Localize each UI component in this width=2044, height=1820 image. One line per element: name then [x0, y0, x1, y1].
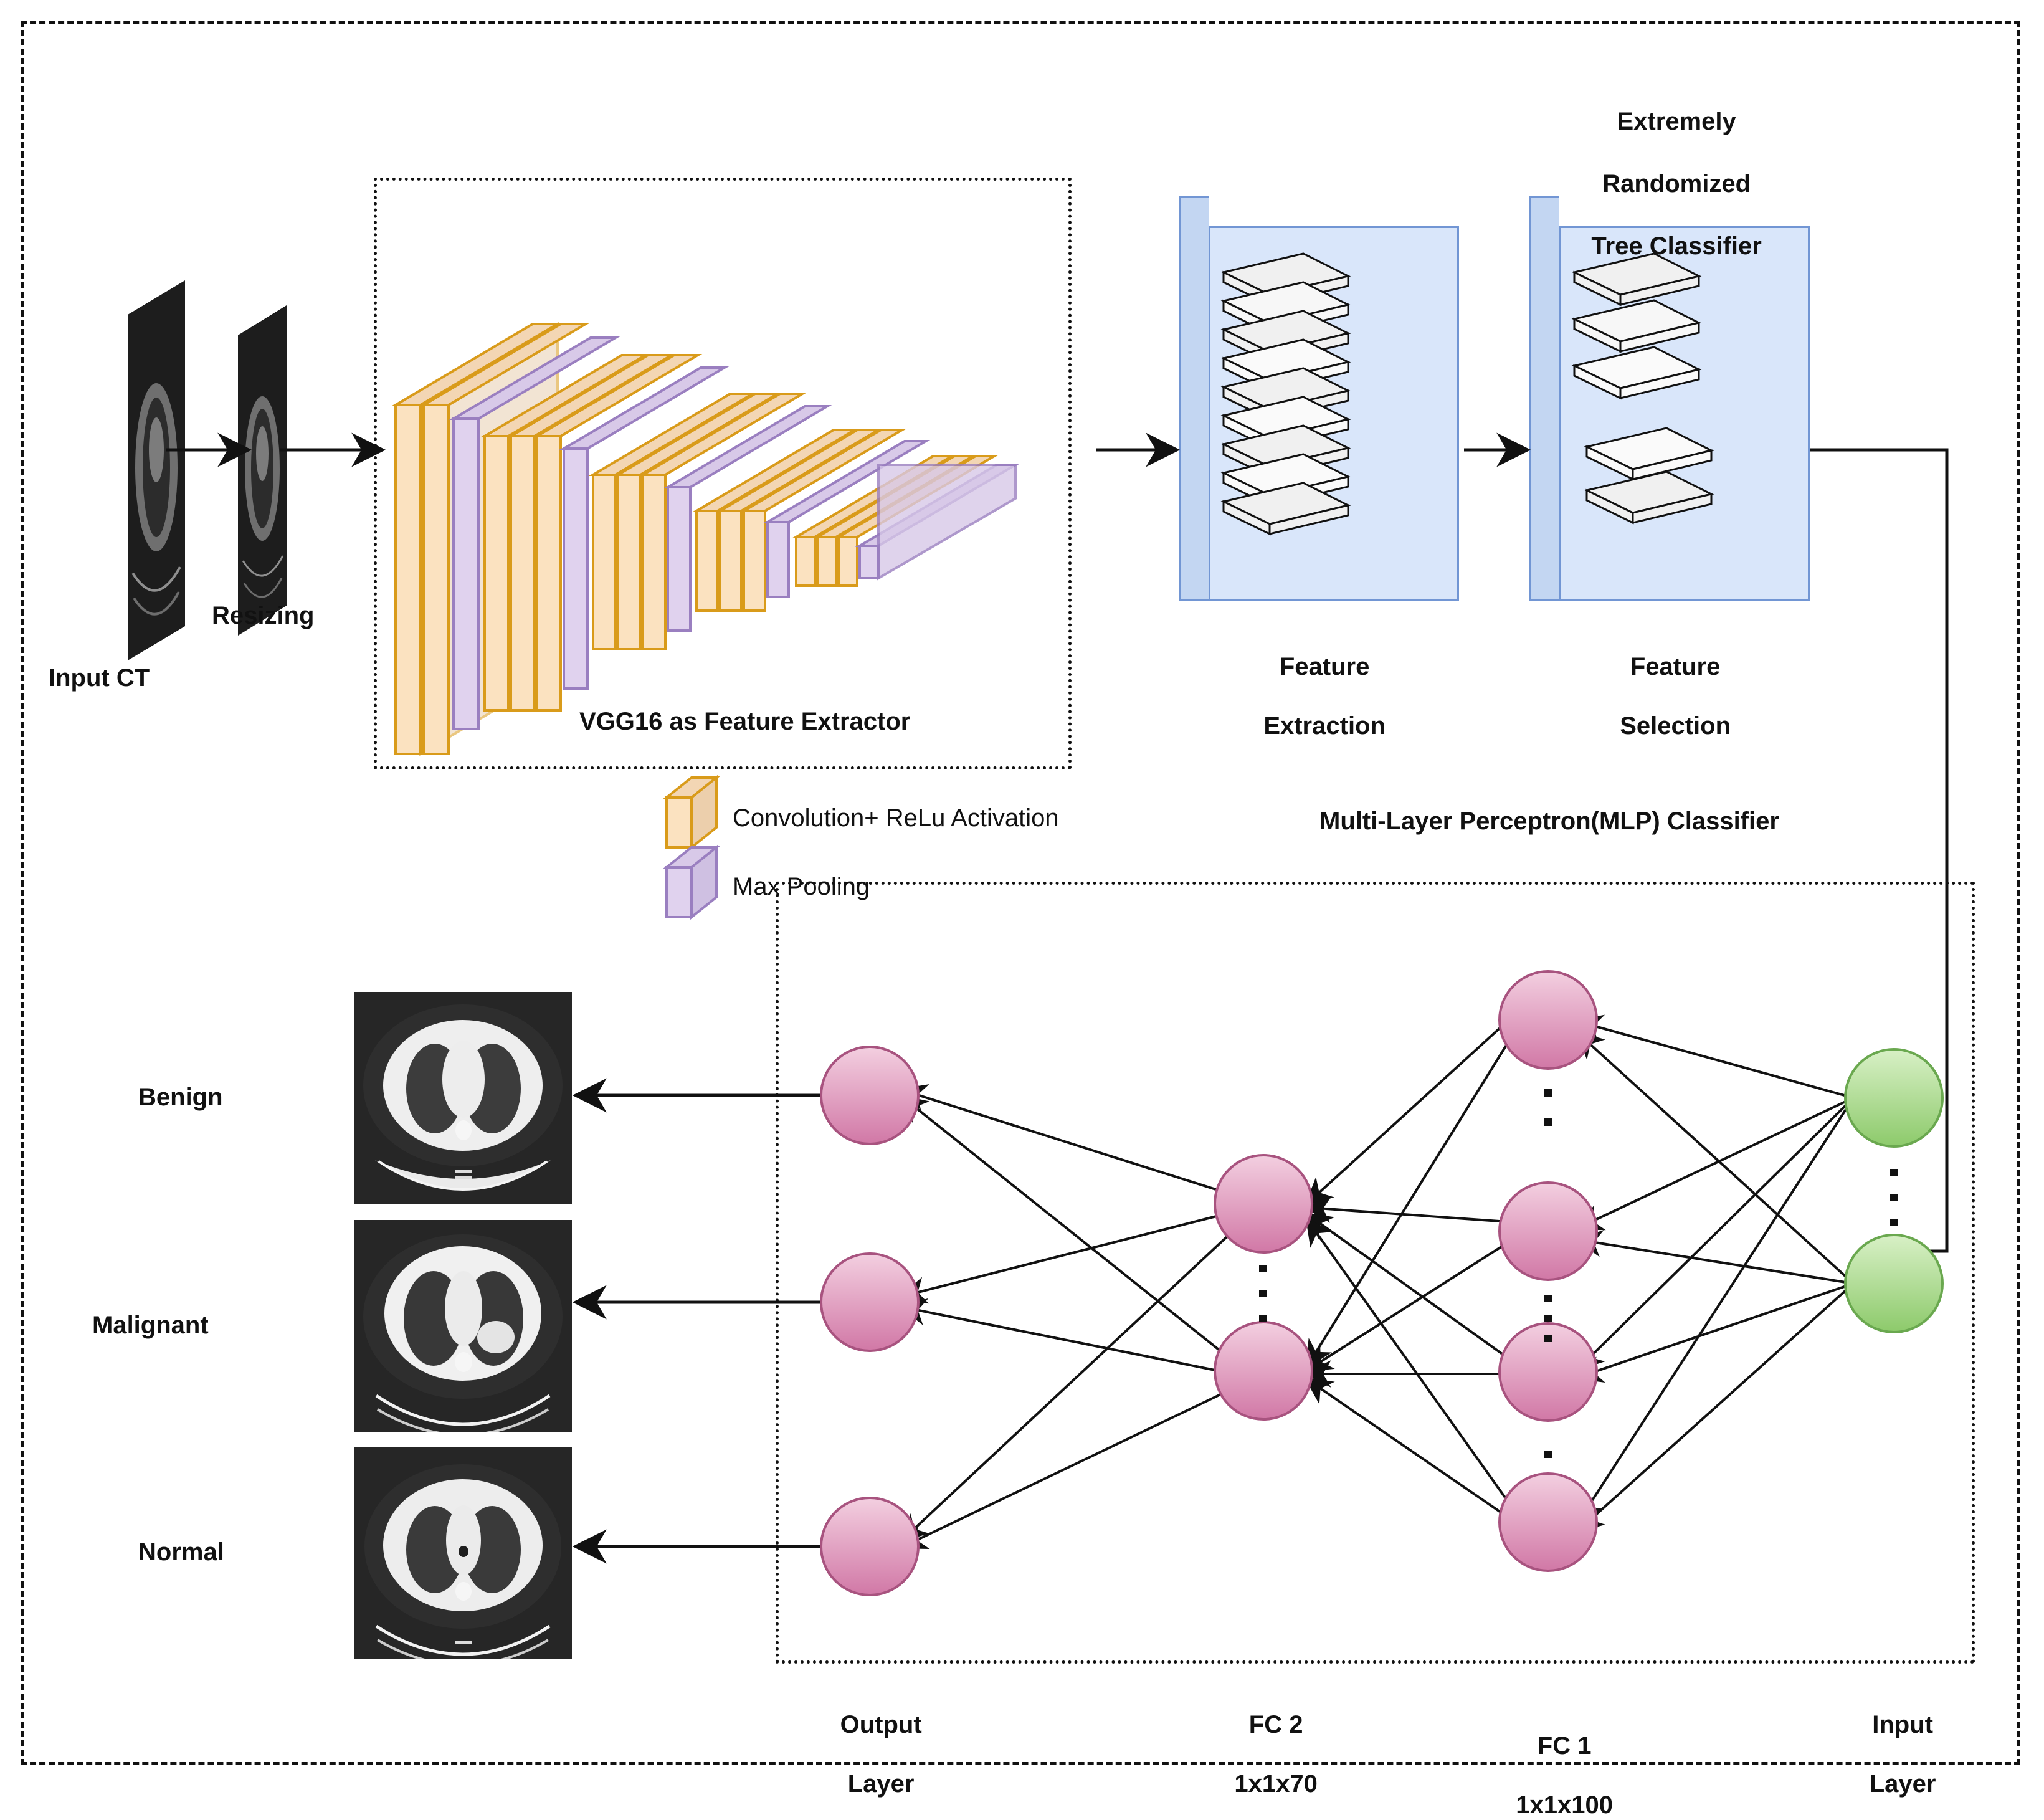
ert-line3: Tree Classifier [1591, 232, 1762, 260]
class-label-malignant: Malignant [92, 1312, 209, 1339]
input-layer-line1: Input [1872, 1711, 1933, 1739]
fc1-line1: FC 1 [1537, 1732, 1592, 1760]
vgg16-group-border [374, 178, 1072, 769]
ct-image-malignant [354, 1220, 572, 1432]
ert-line1: Extremely [1617, 108, 1736, 135]
feature-extraction-box [1179, 196, 1459, 601]
vgg16-label: VGG16 as Feature Extractor [579, 708, 911, 735]
ert-line2: Randomized [1602, 170, 1751, 198]
input-layer-line2: Layer [1869, 1770, 1936, 1798]
feature-selection-line2: Selection [1620, 712, 1731, 740]
box-left-face [1179, 196, 1209, 601]
feature-extraction-label: Feature Extraction [1224, 623, 1411, 741]
mlp-layer-label-input: Input Layer [1824, 1681, 1967, 1799]
fc2-line1: FC 2 [1248, 1711, 1303, 1739]
mlp-layer-label-fc2: FC 2 1x1x70 [1197, 1681, 1341, 1799]
feature-selection-label: Feature Selection [1575, 623, 1762, 741]
mlp-layer-label-output: Output Layer [802, 1681, 946, 1799]
resized-ct-slab [224, 305, 293, 636]
fc1-line2: 1x1x100 [1516, 1791, 1613, 1819]
box-left-face [1529, 196, 1559, 601]
feature-selection-line1: Feature [1630, 653, 1721, 681]
feature-extraction-line1: Feature [1279, 653, 1370, 681]
legend-item-pool-label: Max Pooling [733, 873, 870, 900]
ct-image-normal [354, 1447, 572, 1659]
output-layer-line2: Layer [847, 1770, 915, 1798]
resizing-label: Resizing [212, 602, 315, 629]
class-label-benign: Benign [138, 1084, 223, 1111]
input-ct-label: Input CT [49, 664, 150, 692]
ert-classifier-title: Extremely Randomized Tree Classifier [1526, 75, 1813, 262]
feature-extraction-line2: Extraction [1263, 712, 1386, 740]
feature-selection-box [1529, 196, 1810, 601]
ct-image-benign [354, 992, 572, 1204]
mlp-layer-label-fc1: FC 1 1x1x100 [1483, 1702, 1632, 1820]
outer-diagram-border [21, 21, 2020, 1765]
input-ct-slab [109, 280, 190, 660]
fc2-line2: 1x1x70 [1234, 1770, 1318, 1798]
mlp-group-border [776, 882, 1975, 1664]
mlp-classifier-title: Multi-Layer Perceptron(MLP) Classifier [1319, 808, 1779, 835]
class-label-normal: Normal [138, 1538, 224, 1566]
output-layer-line1: Output [840, 1711, 922, 1739]
legend-item-conv-label: Convolution+ ReLu Activation [733, 804, 1059, 832]
